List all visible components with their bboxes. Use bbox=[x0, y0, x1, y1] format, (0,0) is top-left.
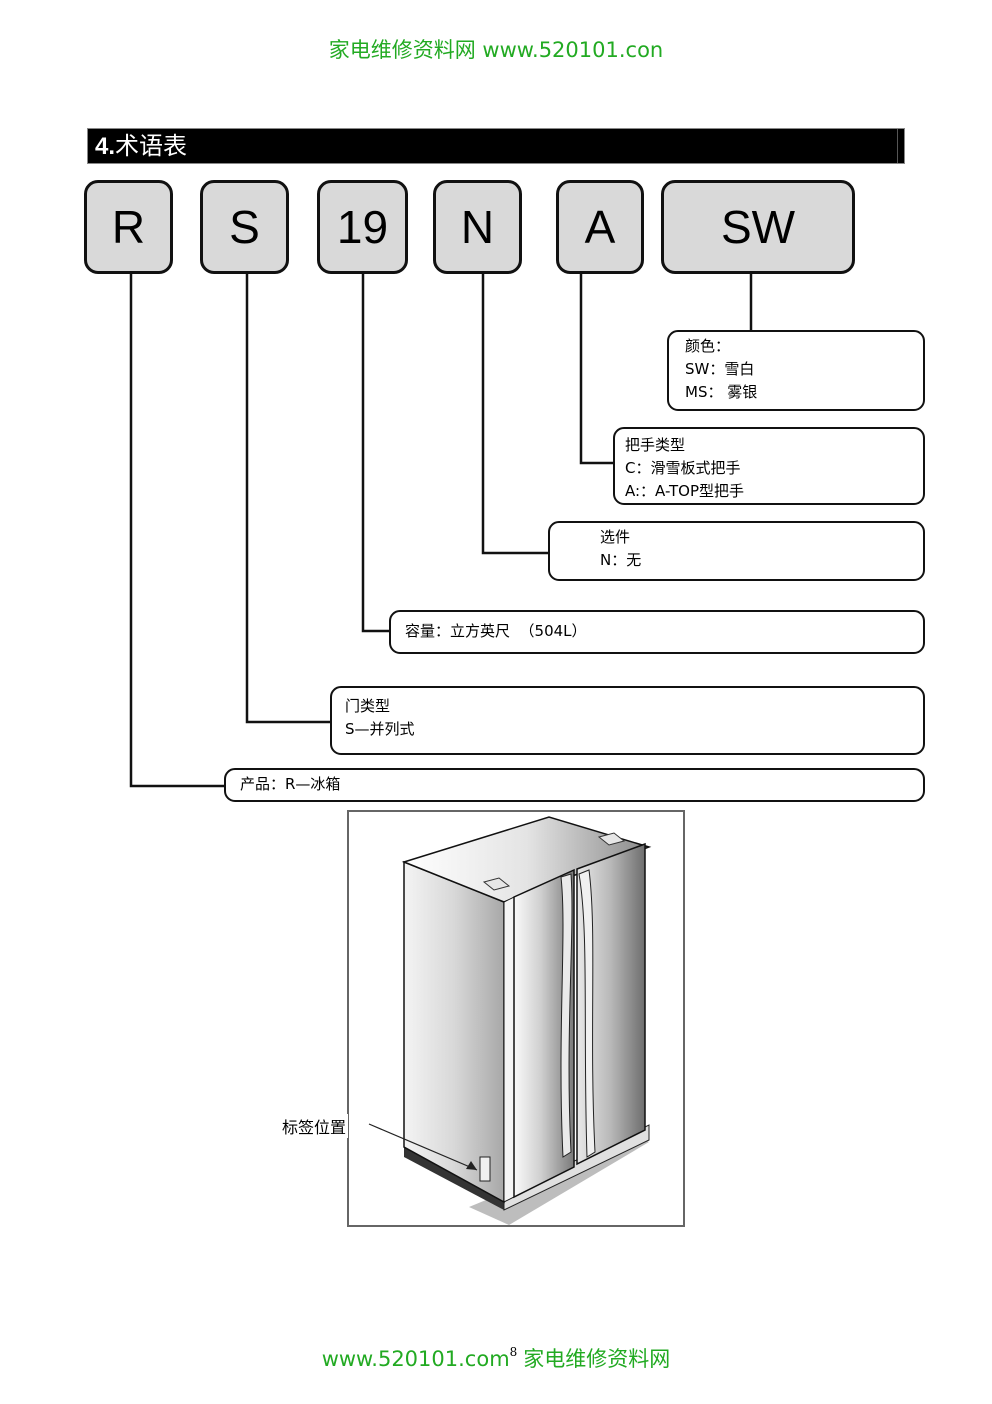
desc-box-color: 颜色： SW：雪白 MS： 雾银 bbox=[667, 330, 925, 411]
label-pointer-line bbox=[368, 1123, 478, 1171]
label-plate bbox=[479, 1156, 491, 1182]
code-sw: SW bbox=[720, 201, 796, 253]
left-handle bbox=[560, 873, 573, 1158]
front-edge bbox=[503, 896, 515, 1203]
hinge-right bbox=[597, 832, 626, 846]
code-n: N bbox=[460, 201, 495, 253]
refrigerator-illustration bbox=[368, 816, 652, 1225]
color-heading: 颜色： bbox=[685, 337, 731, 355]
option-n: N：无 bbox=[600, 551, 642, 569]
cabinet-side bbox=[403, 860, 505, 1204]
right-door bbox=[576, 842, 646, 1166]
watermark-bottom-site: www.520101.com bbox=[321, 1347, 510, 1371]
section-title: 4.术语表 bbox=[95, 132, 187, 161]
desc-box-capacity: 容量：立方英尺 （504L） bbox=[389, 610, 925, 654]
code-box-a: A bbox=[556, 180, 644, 274]
code-a: A bbox=[584, 201, 616, 253]
watermark-bottom: www.520101.com8 家电维修资料网 bbox=[0, 1343, 992, 1373]
color-ms: MS： 雾银 bbox=[685, 383, 758, 401]
handle-heading: 把手类型 bbox=[625, 436, 686, 454]
connector-19 bbox=[361, 274, 390, 633]
door-s: S—并列式 bbox=[345, 720, 415, 738]
code-box-sw: SW bbox=[661, 180, 855, 274]
label-position-caption: 标签位置 bbox=[282, 1114, 349, 1138]
label-pointer-arrowhead bbox=[466, 1161, 477, 1170]
connector-a bbox=[579, 274, 614, 465]
code-box-s: S bbox=[200, 180, 289, 274]
desc-box-door: 门类型 S—并列式 bbox=[330, 686, 925, 755]
connector-n bbox=[481, 274, 549, 555]
connector-s bbox=[245, 274, 330, 724]
color-sw: SW：雪白 bbox=[685, 360, 755, 378]
product-text: 产品：R—冰箱 bbox=[240, 775, 341, 793]
page-number: 8 bbox=[509, 1345, 518, 1359]
section-number: 4. bbox=[95, 133, 116, 160]
connector-lines bbox=[129, 274, 753, 788]
refrigerator-figure-frame bbox=[347, 810, 685, 1227]
code-19: 19 bbox=[336, 201, 389, 253]
code-box-r: R bbox=[84, 180, 173, 274]
code-s: S bbox=[229, 201, 260, 253]
capacity-text: 容量：立方英尺 （504L） bbox=[405, 622, 587, 640]
section-header-bar: 4.术语表 bbox=[87, 128, 905, 164]
watermark-bottom-name: 家电维修资料网 bbox=[523, 1347, 671, 1371]
section-title-text: 术语表 bbox=[115, 132, 188, 160]
right-handle bbox=[578, 869, 596, 1158]
desc-box-product: 产品：R—冰箱 bbox=[224, 768, 925, 802]
left-door bbox=[513, 868, 575, 1199]
code-box-n: N bbox=[433, 180, 522, 274]
code-box-19: 19 bbox=[317, 180, 408, 274]
hinge-left bbox=[482, 877, 511, 891]
header-divider bbox=[897, 129, 898, 163]
watermark-top: 家电维修资料网 www.520101.con bbox=[328, 38, 664, 62]
handle-a: A:：A-TOP型把手 bbox=[625, 482, 745, 500]
code-r: R bbox=[111, 201, 146, 253]
option-heading: 选件 bbox=[600, 528, 631, 546]
desc-box-option: 选件 N：无 bbox=[548, 521, 925, 581]
handle-c: C：滑雪板式把手 bbox=[625, 459, 741, 477]
desc-box-handle: 把手类型 C：滑雪板式把手 A:：A-TOP型把手 bbox=[613, 427, 925, 505]
door-heading: 门类型 bbox=[345, 697, 391, 715]
cabinet-top bbox=[401, 816, 652, 903]
connector-r bbox=[129, 274, 225, 788]
